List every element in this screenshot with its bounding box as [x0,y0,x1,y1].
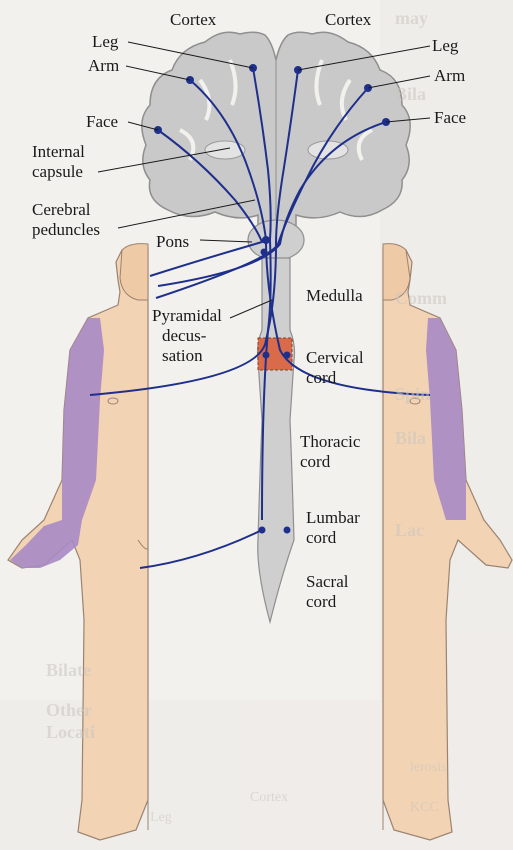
pons-leader [199,239,253,243]
label-peduncles: peduncles [32,220,100,239]
face-pathway-right [157,121,387,287]
label-internal: Internal [32,142,85,161]
label-face-left: Face [86,112,119,131]
cerebral-peduncles-leader [117,199,256,229]
corticospinal-pathways [89,67,431,569]
bg-text-12: KCC [410,800,439,815]
left-arm-dermatome [62,318,104,520]
bg-text-5: Lac [395,520,424,540]
bg-text-10: Leg [150,810,172,825]
bg-text-8: Locati [46,722,95,742]
bg-text-3: Spin [395,384,431,404]
label-cortex-right: Cortex [325,10,372,29]
cervical-dot-right [283,351,291,359]
left-groin-line [137,539,149,550]
label-leg-left: Leg [92,32,119,51]
pyramidal-leader [229,299,273,319]
label-thoracic-cord: cord [300,452,331,471]
pons-dot-2 [260,248,268,256]
cervical-dot-left [262,351,270,359]
label-cortex-left: Cortex [170,10,217,29]
right-body-skin [382,247,513,841]
bg-text-7: Other [46,700,92,720]
label-leg-right: Leg [432,36,459,55]
label-decus: decus- [162,326,207,345]
left-ventricle [204,140,246,160]
lumbar-dot-left [258,526,266,534]
face-left-leader [127,121,159,131]
leg-right-leader [297,45,431,71]
right-arm-dermatome [426,318,466,520]
bg-text-11: lerosis [410,760,447,775]
brain-coronal-section [141,31,411,261]
label-sacral-cord: cord [306,592,337,611]
face-pathway-left [149,129,264,277]
label-lumbar-cord: cord [306,528,337,547]
lumbar-pathway [139,529,263,569]
label-arm-left: Arm [88,56,120,75]
bg-text-6: Bilate [46,660,91,680]
left-hand-dermatome [10,520,82,568]
arm-left-leader [125,65,191,81]
right-head [382,243,411,301]
internal-capsule-leader [97,147,231,173]
bg-text-9: Cortex [250,790,289,805]
label-thoracic: Thoracic [300,432,361,451]
bg-text-0: may [395,8,428,28]
label-sation: sation [162,346,203,365]
label-cerebral: Cerebral [32,200,91,219]
right-body-figure [382,243,513,841]
bg-text-2: Comm [395,288,447,308]
label-pons: Pons [156,232,190,251]
right-nipple [409,397,421,405]
arm-right-leader [367,75,431,89]
left-head [119,243,149,301]
leader-lines [97,41,431,319]
face-right-leader [385,117,431,123]
label-capsule: capsule [32,162,83,181]
label-cervical-cord: cord [306,368,337,387]
left-nipple [107,397,119,405]
label-sacral: Sacral [306,572,349,591]
label-arm-right: Arm [434,66,466,85]
label-medulla: Medulla [306,286,363,305]
left-body-figure [7,243,149,841]
label-cervical: Cervical [306,348,364,367]
pons-dot-1 [262,236,270,244]
leg-left-leader [127,41,254,69]
lumbar-dot-right [283,526,291,534]
bg-text-1: Bila [395,84,427,104]
arm-pathway-left [189,79,431,396]
leg-pathway-right [89,69,299,396]
bg-text-4: Bila [395,428,427,448]
label-lumbar: Lumbar [306,508,360,527]
label-face-right: Face [434,108,467,127]
label-pyramidal: Pyramidal [152,306,222,325]
